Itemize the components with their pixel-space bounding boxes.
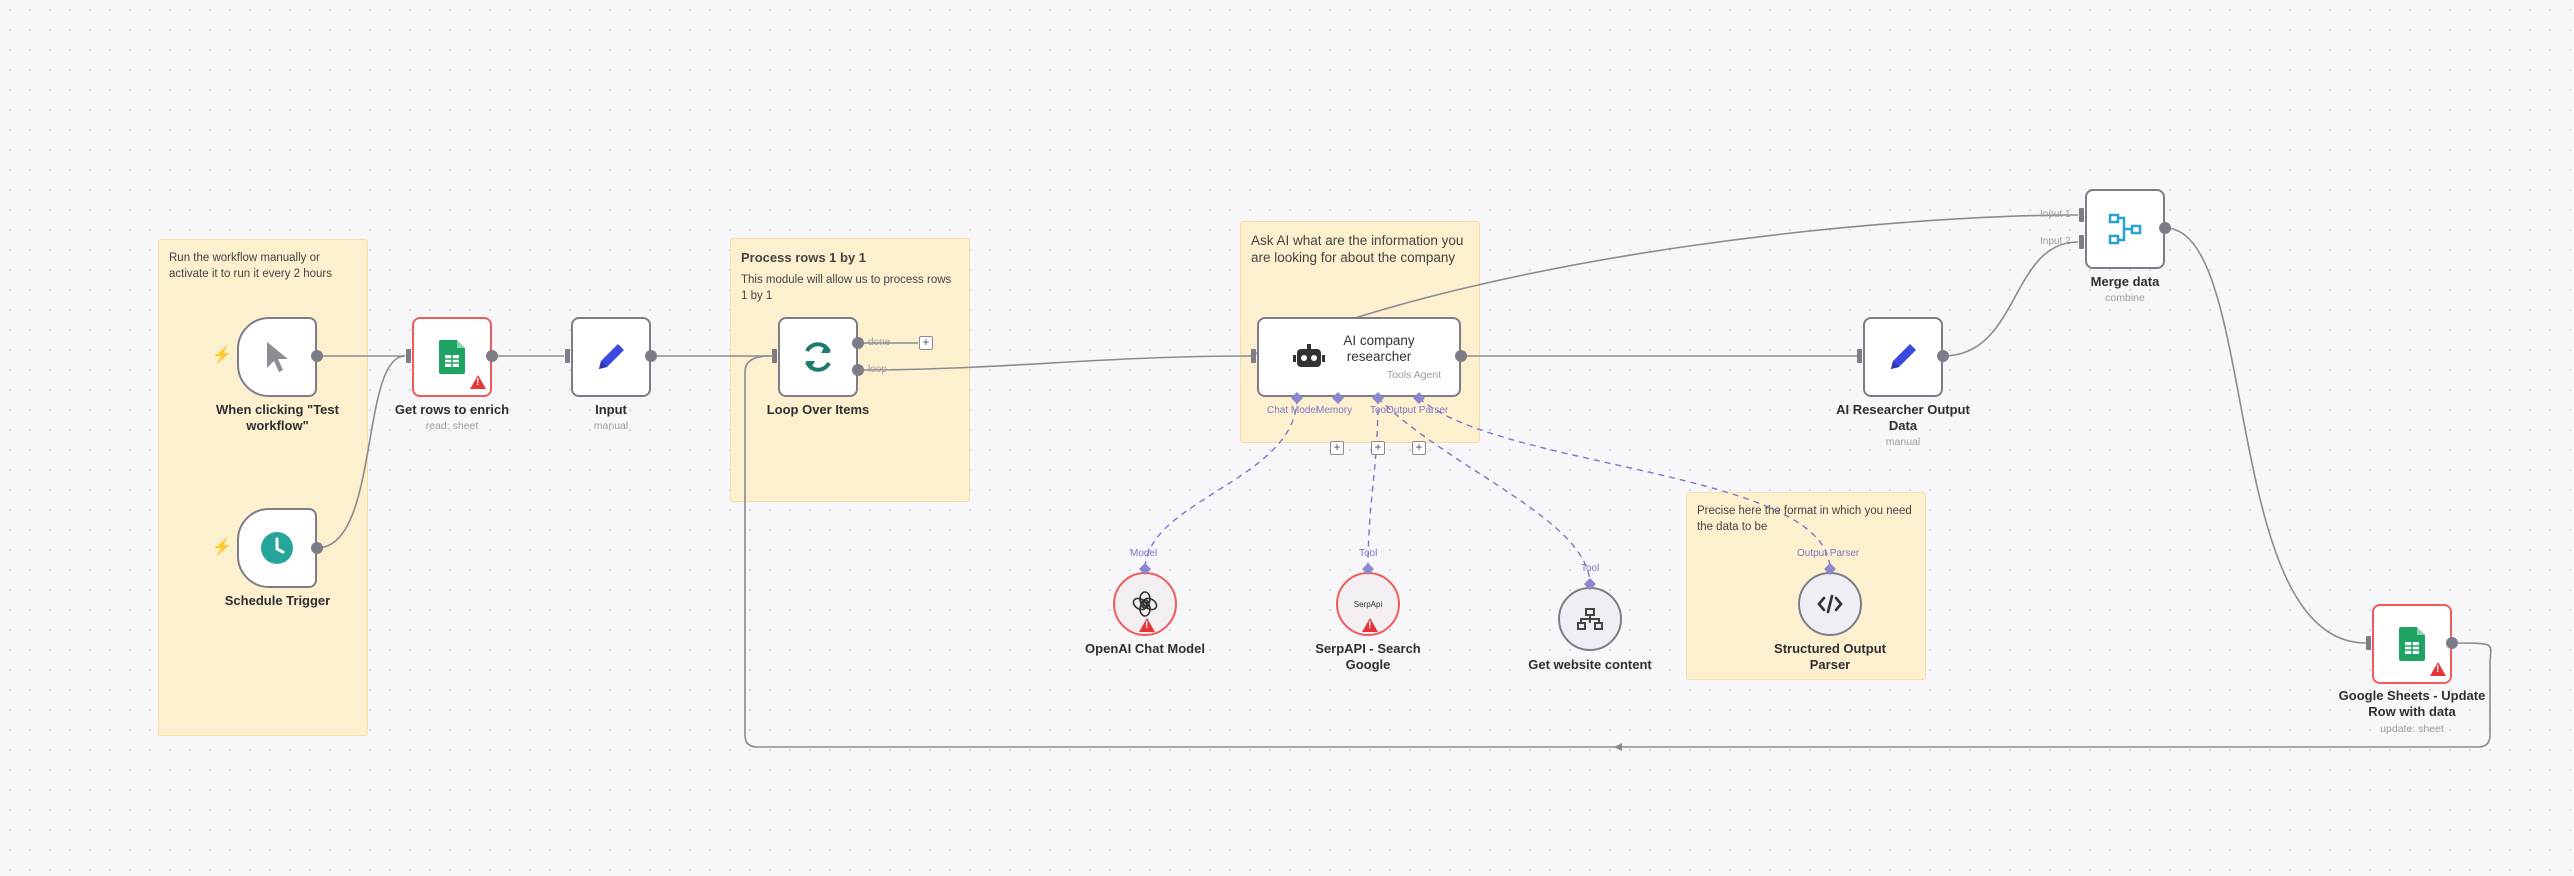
get-rows-label: Get rows to enrich [394,402,510,417]
parser-label: Structured Output Parser [1774,641,1886,672]
merge-subtitle: combine [2105,292,2145,304]
ai-agent-subtitle: Tools Agent [1386,369,1442,381]
loop-over-items-node[interactable] [778,317,858,397]
merge-input-1-label: Input 1 [2040,209,2071,220]
ai-output-node[interactable] [1863,317,1943,397]
sticky-note-trigger[interactable]: Run the workflow manually or activate it… [158,239,368,736]
structured-output-parser-node[interactable] [1798,572,1862,636]
serpapi-node[interactable]: SerpApi ! [1336,572,1400,636]
trigger-bolt-icon: ⚡ [212,347,232,364]
connection-output-to-merge [1942,241,2079,357]
input-subtitle: manual [593,420,629,432]
loop-output-loop-label: loop [868,364,887,375]
sheets-update-node[interactable]: ! [2372,604,2452,684]
serpapi-port-label: Tool [1359,548,1378,559]
error-warning-icon: ! [1139,618,1155,632]
input-handle [2079,235,2084,249]
google-sheets-icon [439,340,465,374]
serpapi-icon: SerpApi [1353,599,1383,609]
code-icon [1817,594,1843,614]
add-output-parser-button[interactable]: + [1412,441,1426,455]
sticky-text: Run the workflow manually or activate it… [169,252,332,280]
clock-icon [261,532,293,564]
error-warning-icon: ! [1362,618,1378,632]
connection-merge-to-sheets [2164,227,2367,644]
input-handle [2079,208,2084,222]
add-node-button[interactable]: + [919,336,933,350]
sticky-title: Process rows 1 by 1 [741,250,867,265]
error-warning-icon: ! [2430,662,2446,676]
sync-icon [805,342,831,372]
schedule-trigger-label: Schedule Trigger [224,593,331,608]
pencil-icon [599,344,624,369]
manual-trigger-node[interactable] [237,317,317,397]
network-icon [1577,608,1603,630]
openai-icon [1132,591,1158,617]
sheets-update-subtitle: update: sheet [2380,723,2444,735]
openai-label: OpenAI Chat Model [1085,641,1205,656]
website-label: Get website content [1528,657,1652,672]
input-label: Input [595,402,627,417]
sheets-update-label: Google Sheets - Update Row with data [2338,688,2486,719]
merge-label: Merge data [2090,274,2160,289]
input-node[interactable] [571,317,651,397]
google-sheets-icon [2399,627,2425,661]
port-label-chat-model: Chat Model [1267,405,1319,416]
ai-agent-node[interactable]: AI company researcher Tools Agent [1257,317,1461,397]
error-warning-icon: ! [470,375,486,389]
port-label-output-parser: Output Parser [1386,405,1449,416]
get-rows-subtitle: read: sheet [425,420,479,432]
trigger-bolt-icon: ⚡ [212,539,232,556]
connection-sheets-loopback [744,355,2492,748]
cursor-icon [267,342,288,372]
sticky-text: Precise here the format in which you nee… [1697,505,1912,533]
sticky-title: Ask AI what are the information you are … [1251,233,1464,265]
ai-output-subtitle: manual [1885,436,1921,448]
ai-output-label: AI Researcher Output Data [1836,402,1970,433]
website-content-node[interactable] [1558,587,1622,651]
port-label-tool: Tool [1370,405,1389,416]
serpapi-label: SerpAPI - Search Google [1315,641,1421,672]
merge-icon [2108,213,2142,245]
merge-node[interactable] [2085,189,2165,269]
input-handle [406,349,411,363]
port-label-memory: Memory [1316,405,1353,416]
add-memory-button[interactable]: + [1330,441,1344,455]
ai-agent-title: AI company researcher [1343,333,1415,364]
openai-port-label: Model [1130,548,1158,559]
manual-trigger-label: When clicking "Test workflow" [216,402,339,433]
input-handle [1857,349,1862,363]
sticky-text: This module will allow us to process row… [741,274,952,302]
loop-label: Loop Over Items [766,402,870,417]
get-rows-node[interactable]: ! [412,317,492,397]
merge-input-2-label: Input 2 [2040,236,2071,247]
parser-port-label: Output Parser [1797,548,1860,559]
robot-icon [1293,344,1325,367]
openai-chat-model-node[interactable]: ! [1113,572,1177,636]
add-tool-button[interactable]: + [1371,441,1385,455]
loop-output-done-label: done [868,337,891,348]
website-port-label: Tool [1581,563,1600,574]
schedule-trigger-node[interactable] [237,508,317,588]
input-handle [2366,636,2371,650]
input-handle [565,349,570,363]
pencil-icon [1891,344,1916,369]
